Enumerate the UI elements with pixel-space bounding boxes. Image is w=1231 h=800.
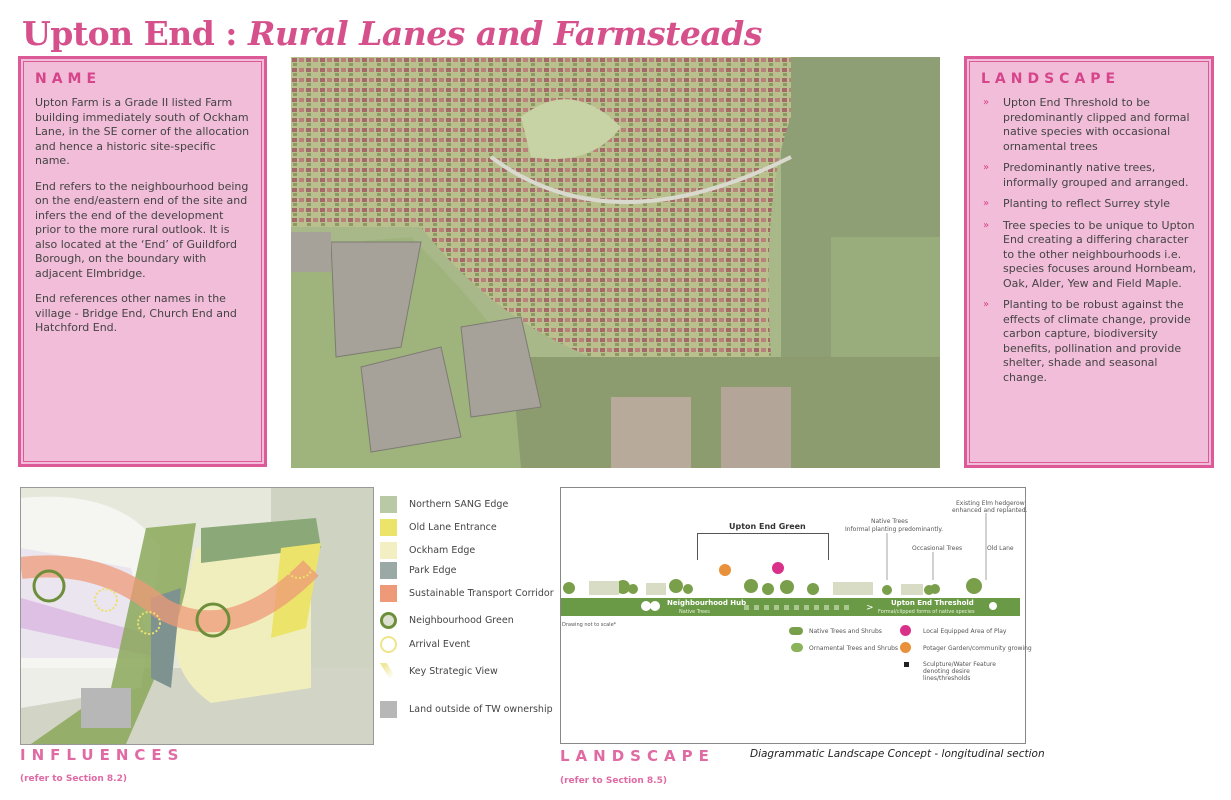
landscape-bullet: Upton End Threshold to be predominantly … — [981, 96, 1197, 154]
legend-label: Ockham Edge — [409, 545, 476, 556]
section-trees: > — [561, 513, 1020, 616]
section-caption: Diagrammatic Landscape Concept - longitu… — [750, 748, 1045, 760]
upton-end-green-label: Upton End Green — [729, 522, 806, 531]
note: Informal planting predominantly. — [845, 526, 944, 533]
landscape-heading: LANDSCAPE — [981, 71, 1121, 87]
legend-label: Northern SANG Edge — [409, 499, 509, 510]
legend-item: Neighbourhood Green — [380, 612, 514, 629]
legend-swatch — [380, 701, 397, 718]
note: enhanced and replanted. — [952, 507, 1028, 514]
hub-sub: Native Trees — [679, 609, 710, 615]
page-title: Upton End : Rural Lanes and Farmsteads — [22, 14, 762, 53]
name-heading: NAME — [35, 71, 102, 87]
play-area-icon — [900, 625, 911, 636]
landscape-panel: LANDSCAPE Upton End Threshold to be pred… — [964, 56, 1214, 468]
legend-label: Park Edge — [409, 565, 457, 576]
legend-swatch — [380, 519, 397, 536]
scale-note: Drawing not to scale* — [562, 622, 617, 628]
legend-item: Northern SANG Edge — [380, 496, 508, 513]
threshold-sub: Formal/clipped forms of native species — [878, 609, 975, 615]
green-bracket — [697, 533, 829, 560]
threshold-label: Upton End Threshold — [891, 599, 974, 607]
legend-label: Potager Garden/community growing — [923, 645, 1032, 652]
legend-label: Arrival Event — [409, 639, 471, 650]
legend-label: Old Lane Entrance — [409, 522, 497, 533]
landscape-bullet: Tree species to be unique to Upton End c… — [981, 219, 1197, 292]
landscape-bullet: Planting to reflect Surrey style — [981, 197, 1197, 212]
hub-label: Neighbourhood Hub — [667, 599, 747, 607]
legend-label: Native Trees and Shrubs — [809, 628, 882, 635]
svg-text:>: > — [866, 603, 874, 613]
legend-label: Land outside of TW ownership — [409, 704, 553, 715]
note: Old Lane — [987, 545, 1014, 552]
legend-swatch — [380, 542, 397, 559]
legend-label: Ornamental Trees and Shrubs — [809, 645, 899, 652]
landscape-bullets: Upton End Threshold to be predominantly … — [981, 96, 1197, 385]
legend-item: Arrival Event — [380, 636, 470, 653]
note: Existing Elm hedgerow — [956, 500, 1025, 507]
legend-item: Park Edge — [380, 562, 456, 579]
legend-label: Sculpture/Water Feature denoting desire … — [923, 661, 996, 682]
masterplan-aerial-map — [291, 57, 940, 468]
legend-label: Sustainable Transport Corridor — [409, 588, 554, 599]
landscape-bullet: Planting to be robust against the effect… — [981, 298, 1197, 385]
landscape-section-diagram: Upton End Green Native Trees Informal pl… — [560, 487, 1032, 744]
potager-icon — [719, 564, 731, 576]
native-trees-icon — [789, 627, 803, 635]
title-sub: Rural Lanes and Farmsteads — [247, 14, 762, 53]
sculpture-icon — [904, 662, 909, 667]
note: Occasional Trees — [912, 545, 963, 552]
arrival-event-icon — [380, 636, 397, 653]
play-icon — [772, 562, 784, 574]
landscape-bullet: Predominantly native trees, informally g… — [981, 161, 1197, 190]
legend-label: Key Strategic View — [409, 666, 498, 677]
potager-garden-icon — [900, 642, 911, 653]
strategic-view-icon — [380, 663, 397, 680]
legend-item: Land outside of TW ownership — [380, 701, 553, 718]
name-paragraph: End refers to the neighbourhood being on… — [35, 179, 249, 280]
note: Native Trees — [871, 518, 908, 525]
legend-swatch — [380, 496, 397, 513]
landscape-section-heading: LANDSCAPE — [560, 747, 715, 765]
influences-heading: INFLUENCES — [20, 746, 185, 764]
legend-label: Local Equipped Area of Play — [923, 628, 1007, 635]
name-panel: NAME Upton Farm is a Grade II listed Far… — [18, 56, 267, 467]
legend-swatch — [380, 562, 397, 579]
name-paragraph: Upton Farm is a Grade II listed Farm bui… — [35, 96, 250, 167]
legend-item: Ockham Edge — [380, 542, 475, 559]
ornamental-trees-icon — [791, 643, 803, 652]
legend-item: Sustainable Transport Corridor — [380, 585, 554, 602]
name-paragraph: End references other names in the villag… — [35, 292, 237, 334]
title-main: Upton End : — [22, 14, 248, 53]
legend-label: Neighbourhood Green — [409, 615, 514, 626]
neighbourhood-green-icon — [380, 612, 397, 629]
landscape-section-reference: (refer to Section 8.5) — [560, 776, 667, 786]
legend-item: Old Lane Entrance — [380, 519, 497, 536]
legend-item: Key Strategic View — [380, 663, 498, 680]
influences-map — [20, 487, 374, 745]
influences-reference: (refer to Section 8.2) — [20, 774, 127, 784]
legend-swatch — [380, 585, 397, 602]
